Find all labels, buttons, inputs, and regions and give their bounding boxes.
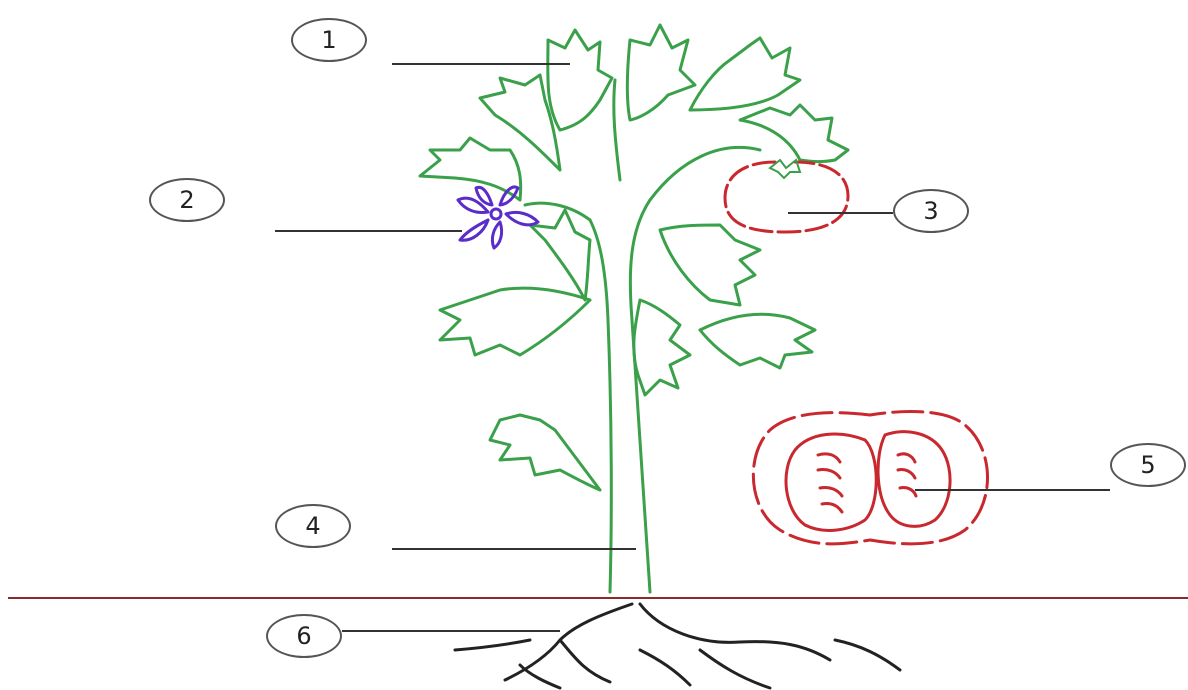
roots: [453, 602, 902, 690]
label-2: 2: [149, 178, 225, 222]
label-4: 4: [275, 504, 351, 548]
flower: [456, 185, 540, 250]
tomato-cross-section: [751, 410, 989, 546]
label-6: 6: [266, 614, 342, 658]
tomato-fruit: [723, 158, 850, 234]
leaves: [418, 23, 850, 492]
label-3: 3: [893, 189, 969, 233]
label-5: 5: [1110, 443, 1186, 487]
leader-lines: [275, 63, 1110, 632]
label-1: 1: [291, 18, 367, 62]
stem: [523, 78, 762, 594]
